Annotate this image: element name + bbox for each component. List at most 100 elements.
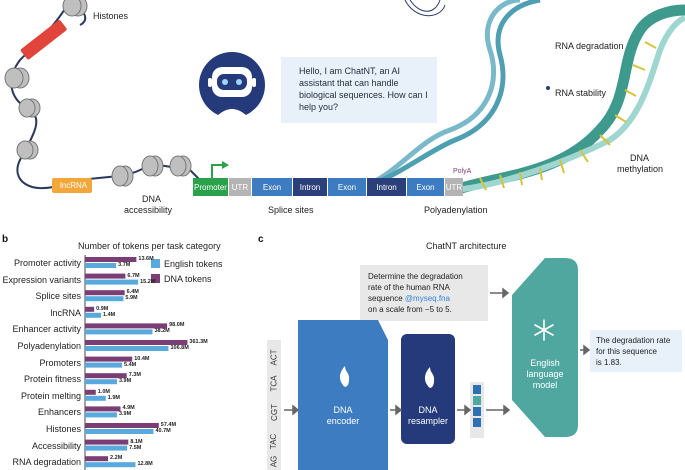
legend-swatch-english <box>151 259 160 268</box>
dna-token: TAC <box>267 424 281 458</box>
architecture-title: ChatNT architecture <box>426 241 507 251</box>
bar-value-label: 361.3M <box>189 339 208 345</box>
model-answer-box: The degradation rate for this sequence i… <box>590 330 682 372</box>
bar-value-label: 8.1M <box>130 438 143 445</box>
dna-methylation-label-2: methylation <box>617 164 664 174</box>
bar-english-tokens <box>85 412 117 418</box>
gene-segment-utr: UTR <box>445 178 463 196</box>
bar-dna-tokens <box>85 257 137 262</box>
prompt-line-1: Determine the degradation <box>368 272 463 281</box>
bar-english-tokens <box>85 362 123 368</box>
bar-dna-tokens <box>85 423 159 428</box>
dna-token: ACT <box>267 340 281 374</box>
category-label: Accessibility <box>31 440 81 451</box>
bar-dna-tokens <box>85 306 95 312</box>
chart-title: Number of tokens per task category <box>78 241 221 251</box>
dna-resampler-label: DNA resampler <box>401 405 455 427</box>
bar-value-label: 15.2M <box>140 278 156 285</box>
bar-english-tokens <box>85 429 154 434</box>
bar-english-tokens <box>85 312 102 318</box>
category-label: Protein fitness <box>23 374 81 385</box>
bar-dna-tokens <box>85 439 129 445</box>
gene-segment-exon: Exon <box>407 178 444 196</box>
gene-segment-intron: Intron <box>293 178 327 196</box>
rna-stability-label: RNA stability <box>555 88 607 98</box>
dna-token-text: AG <box>269 455 279 468</box>
polya-label: PolyA <box>453 168 472 175</box>
category-label: Protein melting <box>20 390 81 401</box>
dna-token-text: TAC <box>269 433 279 449</box>
prompt-file-reference: @myseq.fna <box>404 294 450 303</box>
bar-value-label: 1.0M <box>97 388 111 395</box>
llm-label-1: English <box>530 358 560 368</box>
category-label: Histones <box>45 424 81 434</box>
category-label: Expression variants <box>2 274 81 285</box>
category-label: Enhancers <box>37 407 81 418</box>
bar-value-label: 106.8M <box>170 345 189 351</box>
category-label: RNA degradation <box>12 457 81 468</box>
gene-segment-utr: UTR <box>229 178 251 196</box>
bar-value-label: 38.2M <box>154 328 170 335</box>
category-label: Promoters <box>39 357 81 368</box>
dna-token: CGT <box>267 395 281 429</box>
bar-english-tokens <box>85 346 169 351</box>
bar-value-label: 98.0M <box>169 322 185 329</box>
legend-label-dna: DNA tokens <box>164 274 212 284</box>
gene-segment-promoter: Promoter <box>193 178 228 196</box>
chatnt-greeting-text: Hello, I am ChatNT, an AI assistant that… <box>299 66 428 112</box>
panel-b-letter: b <box>2 234 9 245</box>
bar-english-tokens <box>85 445 128 451</box>
dna-accessibility-label-1: DNA <box>142 194 162 204</box>
llm-label-3: model <box>532 380 558 390</box>
dna-token-text: ACT <box>269 349 279 365</box>
dna-encoder-label-2: encoder <box>326 416 360 426</box>
dna-token: TCA <box>267 366 281 400</box>
answer-line-1: The degradation rate <box>596 336 671 345</box>
prompt-line-4: on a scale from −5 to 5. <box>368 305 452 314</box>
lncrna-tag: lncRNA <box>60 181 88 190</box>
dna-token-text: TCA <box>269 375 279 391</box>
panel-a-illustration <box>4 0 685 196</box>
bar-value-label: 12.8M <box>137 461 153 468</box>
dna-resampler-label-1: DNA <box>418 405 438 415</box>
legend-label-english: English tokens <box>164 259 223 269</box>
gene-segment-exon: Exon <box>328 178 366 196</box>
dna-methylation-label-1: DNA <box>630 153 650 163</box>
dna-token: AG <box>267 453 281 470</box>
bar-english-tokens <box>85 395 106 401</box>
chatnt-greeting-bubble: Hello, I am ChatNT, an AI assistant that… <box>281 57 437 123</box>
bar-dna-tokens <box>85 323 168 329</box>
llm-label-2: language <box>526 369 564 379</box>
bar-value-label: 7.5M <box>129 444 142 451</box>
answer-line-2: for this sequence <box>596 347 657 356</box>
bar-value-label: 40.7M <box>155 428 171 434</box>
bar-english-tokens <box>85 296 124 302</box>
dna-token-text: CGT <box>269 403 279 421</box>
bar-value-label: 4.9M <box>122 405 135 412</box>
prompt-line-3-text: sequence <box>368 294 405 303</box>
bar-value-label: 2.2M <box>110 455 123 462</box>
histones-label: Histones <box>93 11 129 21</box>
bar-value-label: 13.6M <box>138 256 154 262</box>
bar-english-tokens <box>85 462 136 468</box>
bar-dna-tokens <box>85 406 121 412</box>
category-label: Splice sites <box>35 291 81 302</box>
dna-accessibility-label-2: accessibility <box>124 205 173 215</box>
prompt-line-3: sequence @myseq.fna <box>368 293 480 304</box>
dna-encoder-label: DNA encoder <box>305 405 381 427</box>
bar-dna-tokens <box>85 340 188 345</box>
dna-encoder-label-1: DNA <box>333 405 353 415</box>
legend-swatch-dna <box>151 274 160 283</box>
bar-value-label: 6.7M <box>127 272 140 279</box>
bar-value-label: 6.4M <box>126 289 139 296</box>
bar-dna-tokens <box>85 389 96 395</box>
gene-segment-intron: Intron <box>367 178 406 196</box>
english-language-model-label: English language model <box>514 358 576 391</box>
bar-value-label: 10.4M <box>134 355 150 362</box>
gene-segment-exon: Exon <box>252 178 292 196</box>
user-prompt-box: Determine the degradation rate of the hu… <box>360 265 488 321</box>
bar-value-label: 7.3M <box>128 372 141 379</box>
bar-english-tokens <box>85 279 139 285</box>
